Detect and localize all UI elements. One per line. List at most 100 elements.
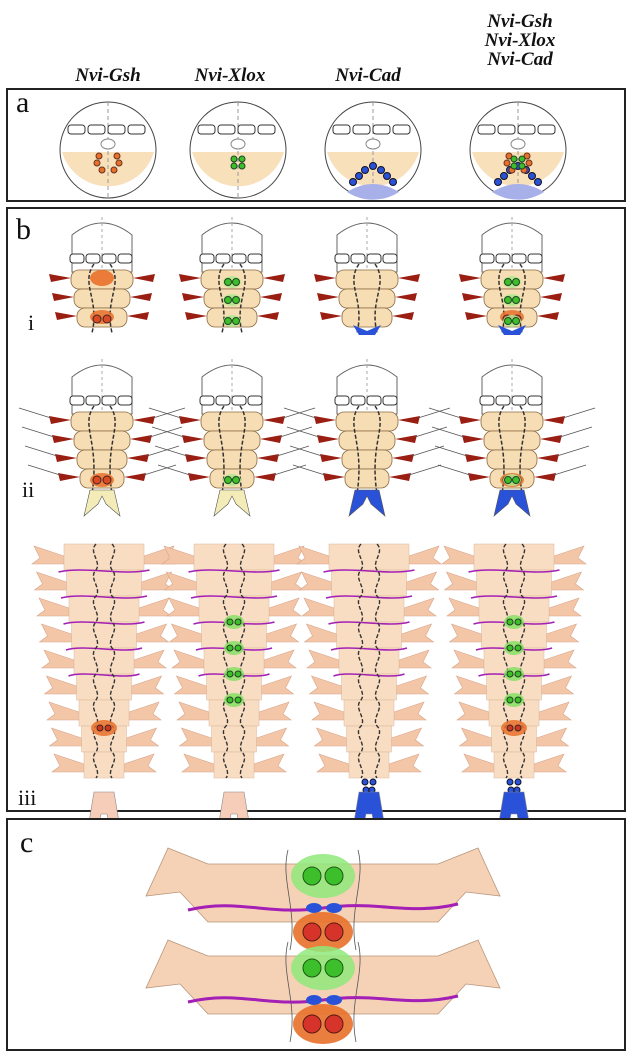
cad-dot [378,167,385,174]
cad-dot [390,179,397,186]
seta-left [287,427,319,437]
header-line: Nvi-Gsh [58,66,158,85]
appendage-right [260,435,282,443]
appendage-left [49,274,71,282]
head-segment [478,125,495,134]
xlox-cell [235,671,241,677]
appendage-left [320,312,342,320]
head-segment [200,396,214,405]
panel-b: b i ii iii [6,207,626,812]
parapodium-left [37,598,69,616]
parapodium-left [180,728,212,746]
appendage-left [49,416,71,424]
parapodium-left [462,754,494,772]
seta-right [280,427,312,437]
xlox-cell [225,318,232,325]
body-segment [201,412,263,431]
head-segment [351,396,365,405]
xlox-cell [225,297,232,304]
xlox-cell [325,867,343,885]
xlox-dot [239,163,245,169]
parapodium-left [460,728,492,746]
mouth-outline [231,139,245,149]
appendage-left [52,293,74,301]
segment-detail [146,940,500,1044]
trunk-segment [347,726,392,752]
appendage-left [462,435,484,443]
appendage-right [124,473,146,481]
appendage-left [185,454,207,462]
xlox-cell [325,959,343,977]
larva-gsh [49,217,155,333]
appendage-left [459,274,481,282]
parapodium-right [132,676,164,694]
parapodium-left [445,572,477,590]
appendage-left [314,416,336,424]
xlox-dot [511,163,517,169]
parapodium-right [264,650,296,668]
head-segment [528,396,542,405]
head-segment [383,254,397,263]
gsh-cell [325,1015,343,1033]
header-line: Nvi-Xlox [175,66,285,85]
parapodium-right [404,598,436,616]
appendage-left [468,473,490,481]
head-segment [496,254,510,263]
seta-left [435,446,467,456]
appendage-right [263,274,285,282]
trunk-segment [334,596,404,622]
late-larva-all [442,544,586,840]
head-segment [498,125,515,134]
appendage-right [130,293,152,301]
xlox-cell [515,671,521,677]
gsh-cell [515,725,521,731]
body-segment [345,469,389,488]
gsh-cell [507,725,513,731]
appendage-left [182,435,204,443]
head-segment [108,125,125,134]
trunk-segment [494,752,534,778]
head-segment [86,396,100,405]
cad-cell [362,779,368,785]
parapodium-right [139,598,171,616]
parapodium-left [165,572,197,590]
xlox-cell [513,279,520,286]
parapodium-left [170,624,202,642]
cad-cell [326,995,342,1005]
parapodium-left [300,572,332,590]
head-segment [102,254,116,263]
head-segment [351,254,365,263]
parapodium-left [172,650,204,668]
parapodium-right [129,702,161,720]
panel-a-drawing [8,90,627,204]
seta-right [147,446,179,456]
appendage-left [185,312,207,320]
larva-cad [314,217,420,335]
column-header-cad: Nvi-Cad [318,66,418,85]
xlox-cell [513,477,520,484]
parapodium-left [452,650,484,668]
appendage-left [179,416,201,424]
parapodium-right [259,702,291,720]
parapodium-right [399,650,431,668]
appendage-right [263,416,285,424]
trunk-segment [84,752,124,778]
head-segment [393,125,410,134]
parapodium-right [267,624,299,642]
appendage-left [182,293,204,301]
xlox-cell [233,297,240,304]
parapodium-left [307,650,339,668]
head-segment [335,254,349,263]
parapodium-right [254,754,286,772]
head-segment [118,396,132,405]
parapodium-left [175,676,207,694]
appendage-right [257,312,279,320]
appendage-right [395,293,417,301]
parapodium-right [262,676,294,694]
larva-gsh [19,359,185,516]
trunk-segment [477,570,552,596]
seta-left [290,446,322,456]
body-segment [74,431,130,450]
parapodium-right [539,702,571,720]
appendage-right [540,293,562,301]
